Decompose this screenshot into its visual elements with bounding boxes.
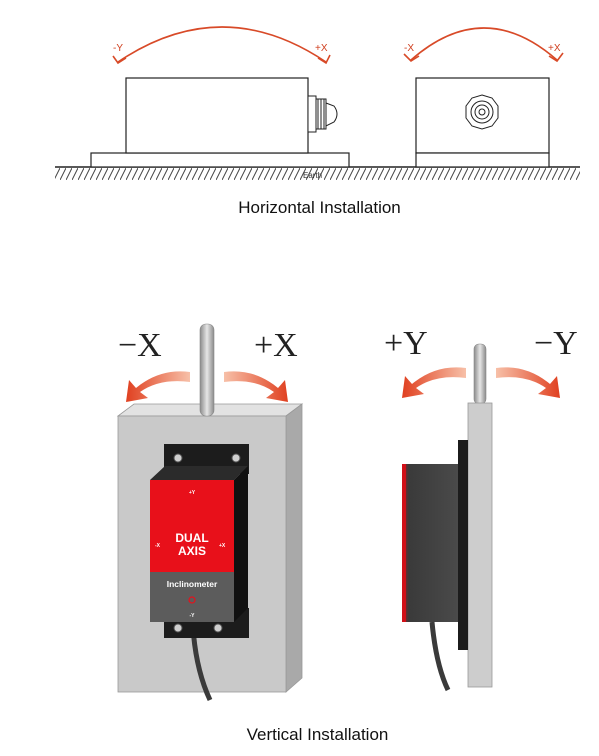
vertical-caption: Vertical Installation [246, 725, 389, 744]
side-minus-y-label: −Y [534, 325, 578, 362]
earth-label: Earth [303, 171, 322, 180]
screw-icon [173, 453, 183, 463]
plus-x-label: +X [548, 43, 561, 54]
side-plate-edge [467, 402, 493, 688]
screw-icon [213, 623, 223, 633]
sensor-housing-side [125, 77, 309, 154]
vertical-front-view: DUAL AXIS Inclinometer +Y -Y -X +X −X +X [116, 323, 304, 702]
screw-icon [173, 623, 183, 633]
side-right-arrow-icon [496, 367, 560, 398]
side-cable [429, 621, 451, 692]
cable-gland-icon [465, 94, 499, 130]
device-red-panel [150, 480, 234, 572]
side-bracket [458, 440, 468, 650]
front-minus-x-label: −X [118, 327, 162, 364]
vertical-side-view: +Y −Y [384, 325, 578, 692]
device-axis-right: +X [219, 543, 226, 549]
horizontal-left-view: -Y +X [90, 26, 350, 168]
device-side-face [234, 466, 248, 622]
minus-x-label: -X [404, 43, 414, 54]
side-plus-y-label: +Y [384, 325, 428, 362]
horizontal-right-view: -X +X [403, 27, 564, 168]
tilt-arc-x [410, 27, 558, 61]
base-plate [90, 152, 350, 168]
minus-y-label: -Y [113, 43, 123, 54]
device-axis-bottom: -Y [190, 613, 196, 619]
device-subtitle: Inclinometer [167, 579, 218, 589]
tilt-arc-y [117, 26, 327, 63]
ground: Earth [55, 166, 580, 180]
front-plus-x-label: +X [254, 327, 298, 364]
status-led-icon [188, 596, 196, 604]
plus-y-label: +X [315, 43, 328, 54]
cable-connector [307, 95, 338, 133]
device-title-line2: AXIS [178, 544, 206, 558]
device-axis-top: +Y [189, 490, 196, 496]
device-axis-left: -X [155, 543, 161, 549]
left-tilt-arrow-icon [126, 371, 190, 402]
screw-icon [231, 453, 241, 463]
side-rod [473, 343, 487, 405]
base-plate-end [415, 152, 550, 168]
side-red-face [402, 464, 406, 622]
device-top-face [150, 466, 248, 480]
vertical-rod [199, 323, 215, 417]
plate-side [285, 403, 303, 693]
side-device-body [402, 464, 458, 622]
right-tilt-arrow-icon [224, 371, 288, 402]
side-left-arrow-icon [402, 367, 466, 398]
horizontal-installation: Earth -Y +X [55, 26, 580, 180]
horizontal-caption: Horizontal Installation [238, 198, 401, 217]
device-title-line1: DUAL [175, 531, 208, 545]
